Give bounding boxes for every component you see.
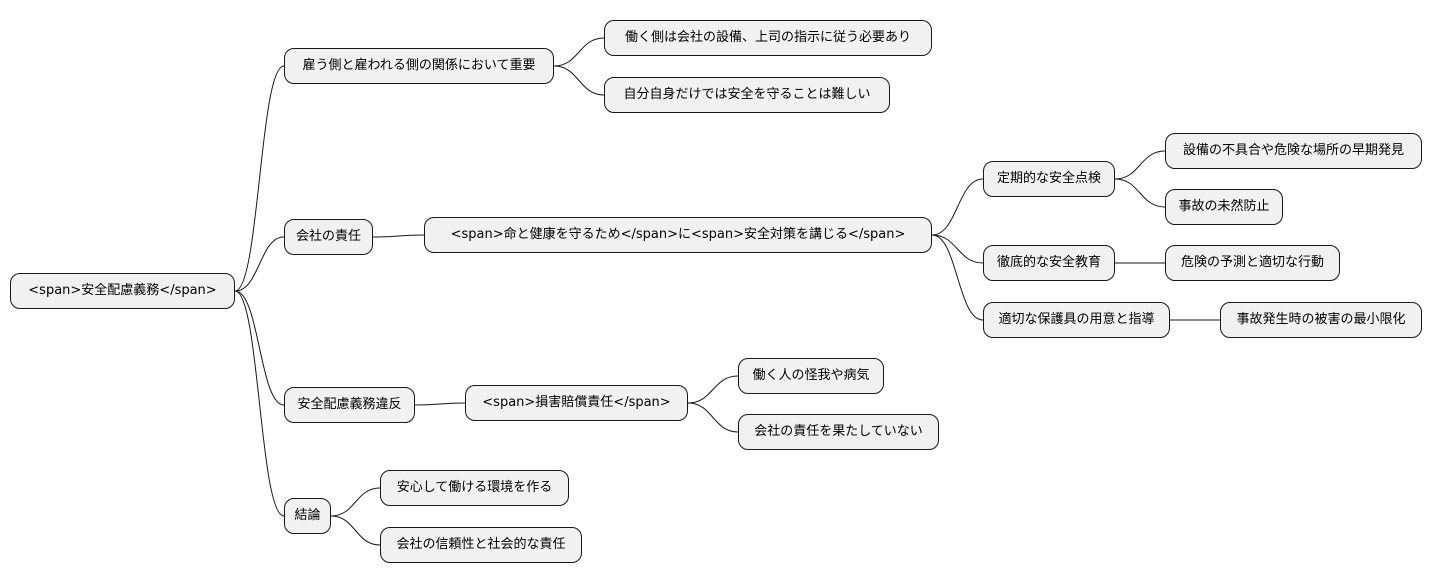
node-risk-prediction: 危険の予測と適切な行動: [1165, 245, 1340, 281]
node-damages-liability: <span>損害賠償責任</span>: [465, 385, 688, 421]
node-follow-instructions: 働く側は会社の設備、上司の指示に従う必要あり: [604, 20, 932, 56]
node-conclusion: 結論: [284, 498, 331, 534]
connector-node-safety-measures-to-node-regular-inspection: [931, 178, 984, 236]
node-self-protection-hard: 自分自身だけでは安全を守ることは難しい: [604, 77, 890, 113]
node-company-responsibility: 会社の責任: [284, 219, 373, 255]
connector-node-damages-liability-to-node-duty-unfulfilled: [687, 402, 739, 433]
node-regular-inspection: 定期的な安全点検: [983, 161, 1115, 197]
connector-node-violation-to-node-damages-liability: [414, 402, 466, 406]
connector-root-node-to-node-violation: [234, 290, 285, 406]
node-early-detection: 設備の不具合や危険な場所の早期発見: [1165, 133, 1422, 169]
connector-root-node-to-node-relationship: [234, 65, 285, 292]
node-damage-minimization: 事故発生時の被害の最小限化: [1220, 302, 1422, 338]
node-trust-social-responsibility: 会社の信頼性と社会的な責任: [380, 527, 582, 563]
node-relationship: 雇う側と雇われる側の関係において重要: [284, 48, 554, 84]
connector-node-conclusion-to-node-trust-social-responsibility: [330, 515, 381, 546]
connector-root-node-to-node-conclusion: [234, 290, 285, 517]
node-protective-gear: 適切な保護具の用意と指導: [983, 302, 1170, 338]
root-node: <span>安全配慮義務</span>: [10, 273, 235, 309]
node-safety-measures: <span>命と健康を守るため</span>に<span>安全対策を講じる</s…: [424, 217, 932, 253]
connector-node-relationship-to-node-self-protection-hard: [553, 65, 605, 96]
connector-node-regular-inspection-to-node-accident-prevention: [1114, 178, 1166, 208]
connector-root-node-to-node-company-responsibility: [234, 236, 285, 292]
connector-node-regular-inspection-to-node-early-detection: [1114, 150, 1166, 180]
node-injury-illness: 働く人の怪我や病気: [738, 358, 884, 394]
node-safety-education: 徹底的な安全教育: [983, 245, 1115, 281]
connector-node-relationship-to-node-follow-instructions: [553, 37, 605, 67]
connector-node-safety-measures-to-node-protective-gear: [931, 234, 984, 321]
connector-node-company-responsibility-to-node-safety-measures: [372, 234, 425, 238]
node-violation: 安全配慮義務違反: [284, 387, 415, 423]
node-duty-unfulfilled: 会社の責任を果たしていない: [738, 414, 939, 450]
connector-node-conclusion-to-node-safe-environment: [330, 487, 381, 517]
connector-node-damages-liability-to-node-injury-illness: [687, 375, 739, 404]
connector-node-safety-measures-to-node-safety-education: [931, 234, 984, 264]
node-accident-prevention: 事故の未然防止: [1165, 189, 1283, 225]
node-safe-environment: 安心して働ける環境を作る: [380, 470, 569, 506]
